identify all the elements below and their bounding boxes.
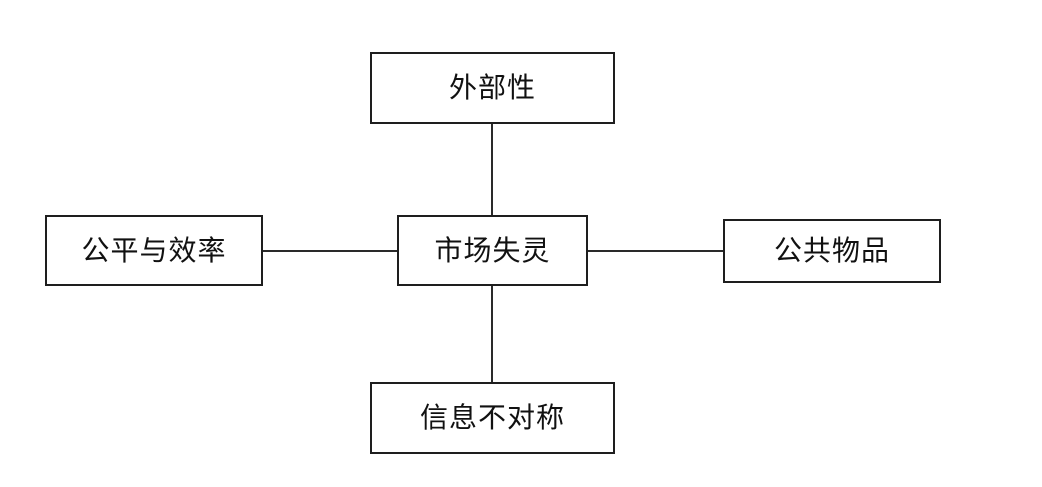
- node-fairness-efficiency: 公平与效率: [45, 215, 263, 286]
- node-externality-label: 外部性: [448, 71, 536, 104]
- connector-center-left: [262, 250, 398, 252]
- connector-center-top: [491, 123, 493, 216]
- connector-center-right: [587, 250, 724, 252]
- node-information-asymmetry: 信息不对称: [370, 382, 615, 454]
- node-fairness-efficiency-label: 公平与效率: [81, 233, 227, 267]
- node-market-failure: 市场失灵: [397, 215, 588, 286]
- node-market-failure-label: 市场失灵: [434, 233, 551, 267]
- node-public-goods-label: 公共物品: [773, 234, 890, 267]
- connector-center-bottom: [491, 285, 493, 383]
- node-externality: 外部性: [370, 52, 615, 124]
- node-public-goods: 公共物品: [723, 219, 941, 283]
- node-information-asymmetry-label: 信息不对称: [419, 401, 565, 434]
